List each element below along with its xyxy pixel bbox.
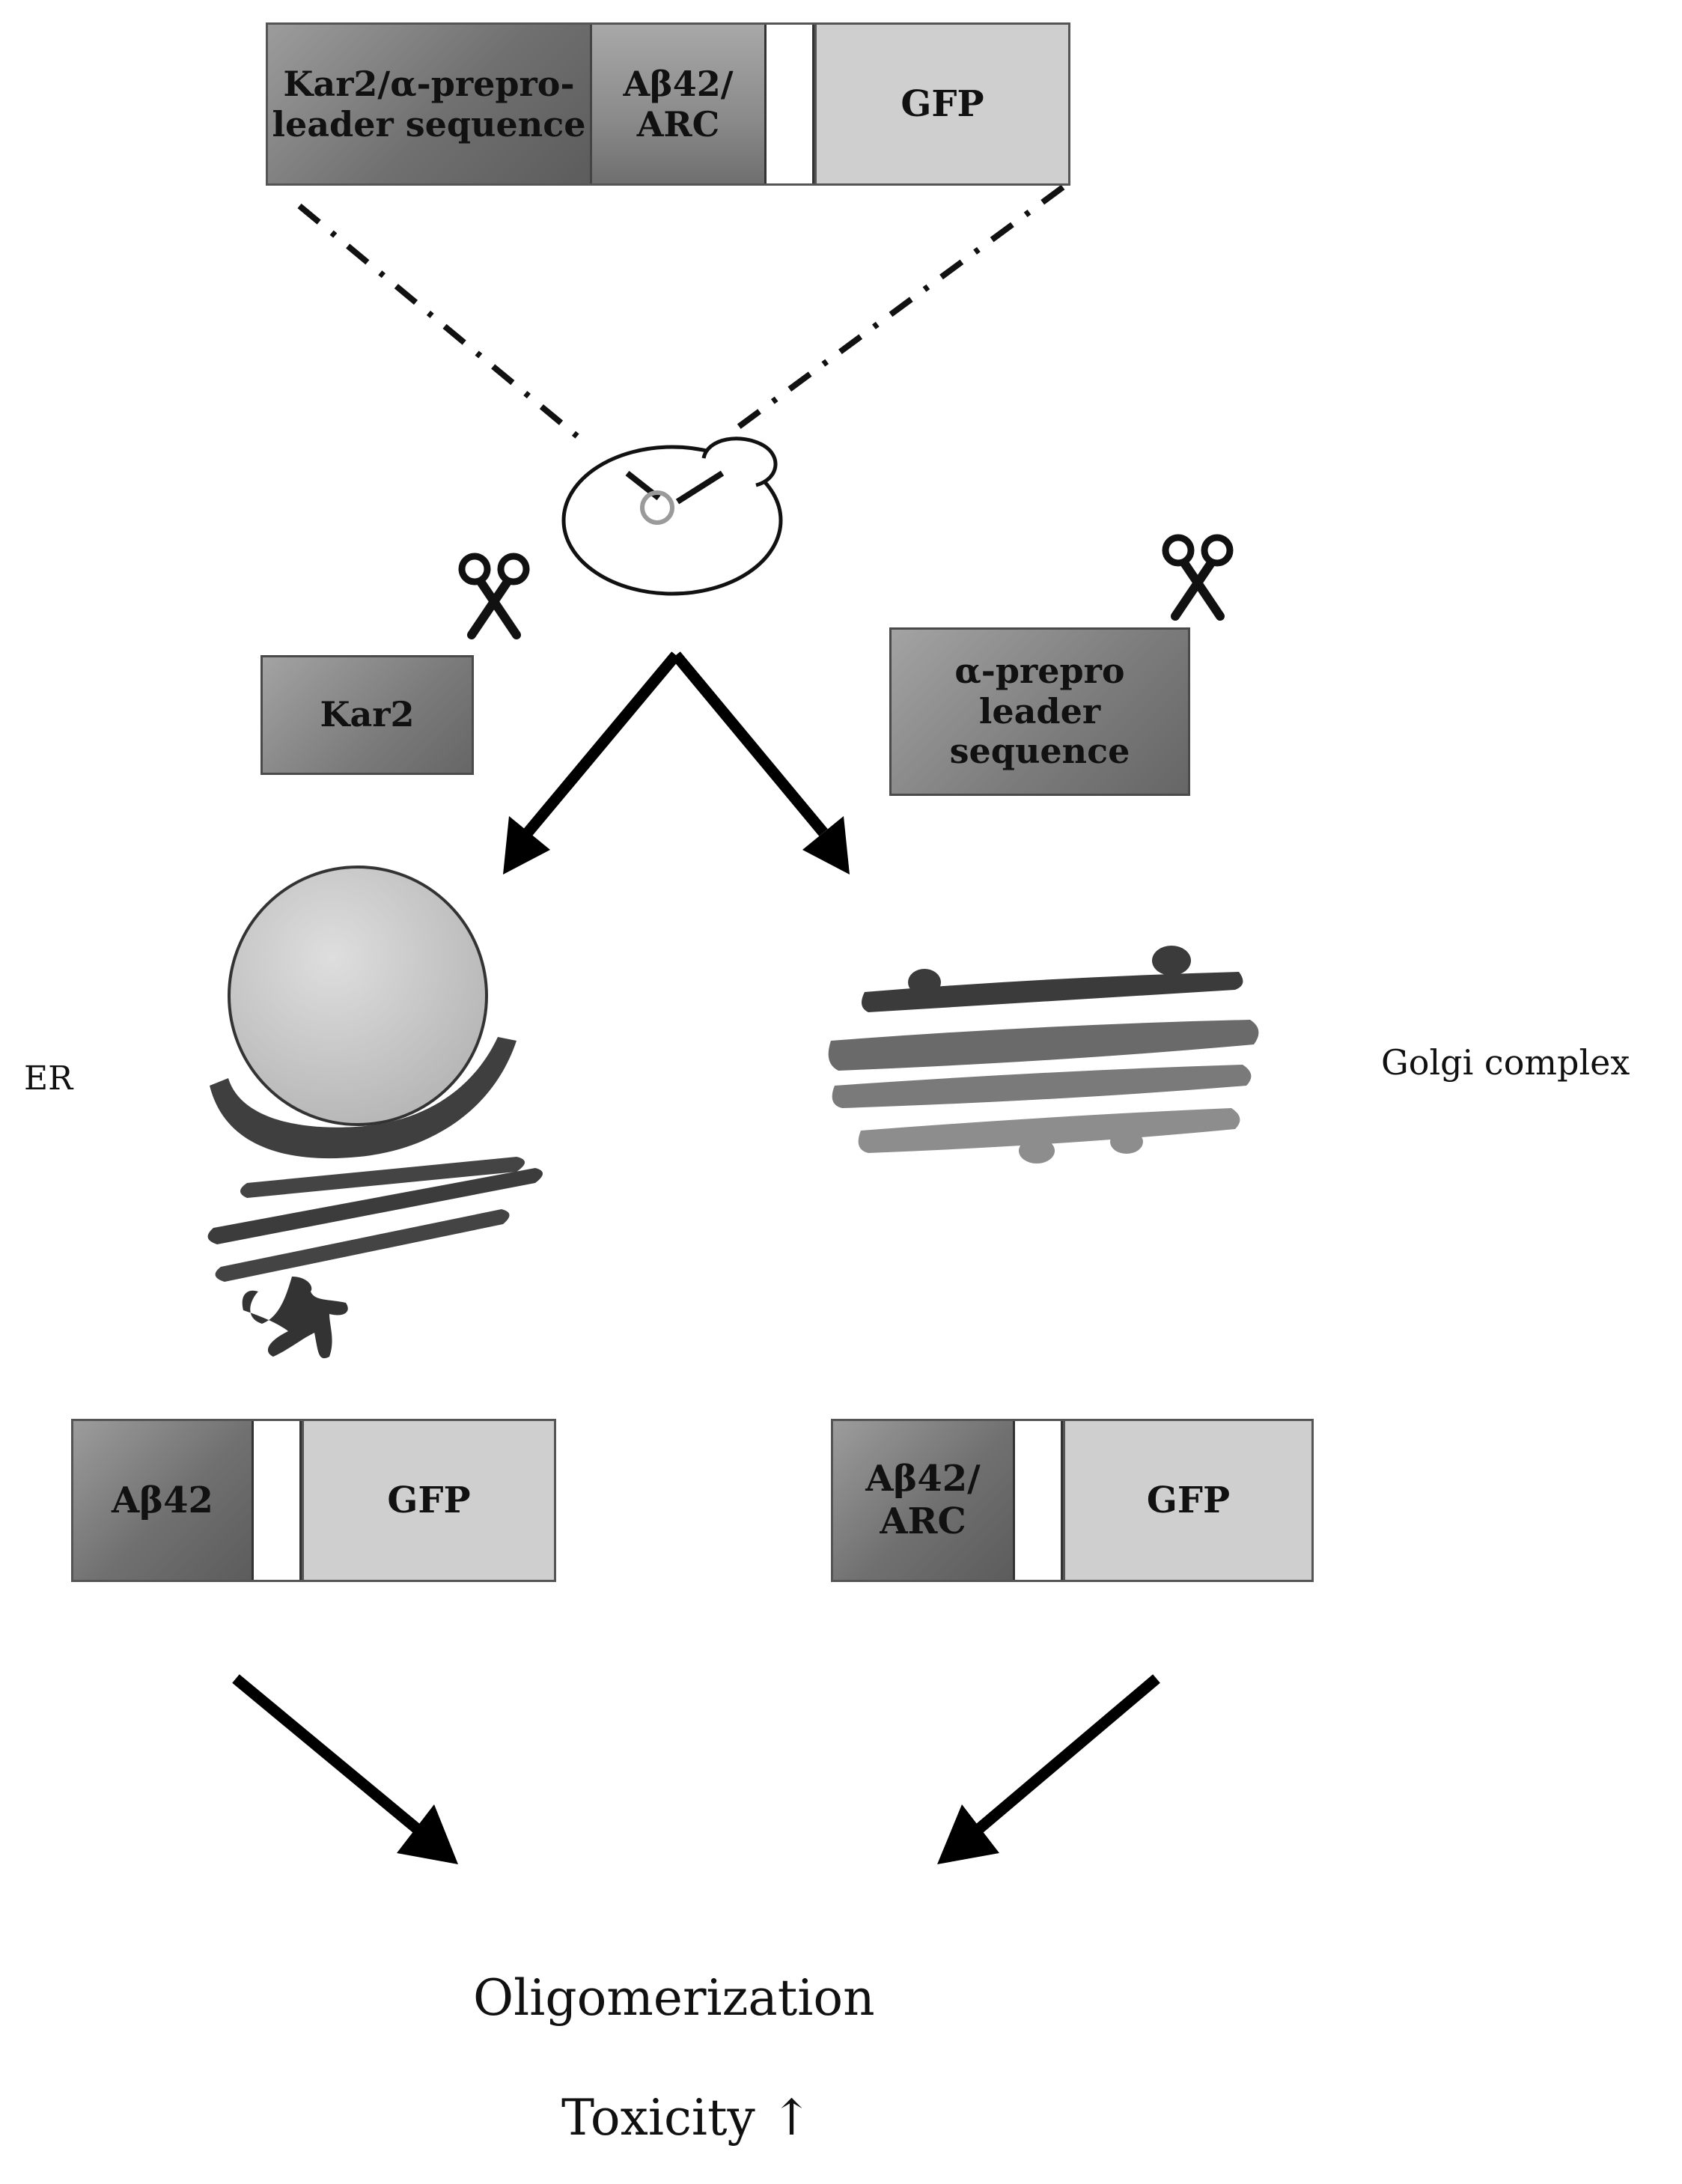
product-right-gfp-segment: GFP: [1063, 1421, 1311, 1580]
outcome-oligomerization: Oligomerization: [473, 1969, 875, 2027]
converge-arrows: [232, 1674, 1160, 1864]
cleaved-prepro-box: α-prepro leader sequence: [889, 627, 1190, 796]
product-left-linker-segment: [252, 1421, 302, 1580]
cleaved-kar2-box: Kar2: [260, 655, 474, 775]
construct-top-signal-segment: Kar2/α-prepro- leader sequence: [268, 25, 590, 183]
scissors-icon: [458, 553, 530, 639]
connector-left: [297, 203, 586, 445]
outcome-toxicity: Toxicity ↑: [561, 2089, 813, 2147]
scissors-icon: [1162, 534, 1234, 621]
construct-top-abeta-segment: Aβ42/ ARC: [590, 25, 764, 183]
er-organelle-icon: [207, 866, 543, 1359]
product-right-linker-segment: [1013, 1421, 1063, 1580]
construct-top-linker-segment: [764, 25, 814, 183]
construct-top-gfp-segment: GFP: [814, 25, 1068, 183]
product-left: Aβ42 GFP: [71, 1419, 556, 1582]
product-right: Aβ42/ ARC GFP: [831, 1419, 1314, 1582]
product-right-abeta-segment: Aβ42/ ARC: [833, 1421, 1013, 1580]
golgi-label: Golgi complex: [1381, 1042, 1630, 1083]
product-left-abeta-segment: Aβ42: [73, 1421, 252, 1580]
yeast-cell-icon: [561, 437, 783, 596]
construct-top: Kar2/α-prepro- leader sequence Aβ42/ ARC…: [266, 22, 1070, 186]
er-label: ER: [24, 1059, 73, 1098]
split-arrows: [503, 651, 850, 874]
product-left-gfp-segment: GFP: [302, 1421, 554, 1580]
golgi-organelle-icon: [828, 946, 1259, 1164]
connector-right: [731, 184, 1065, 434]
